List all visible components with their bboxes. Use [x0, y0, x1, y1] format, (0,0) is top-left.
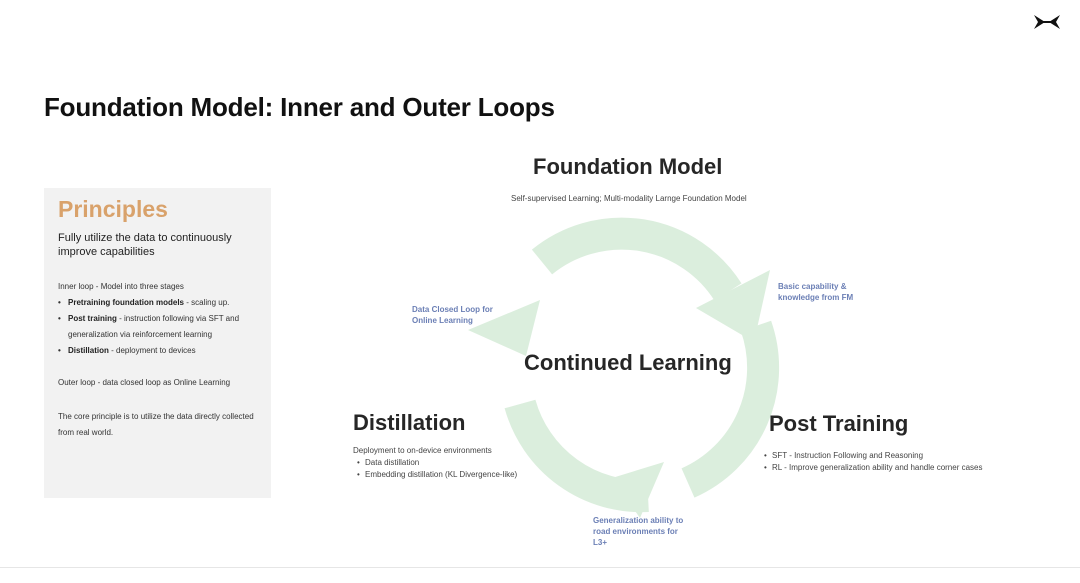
foundation-model-title: Foundation Model — [533, 154, 723, 179]
distillation-details: Deployment to on-device environments Dat… — [353, 445, 517, 481]
arrowhead-top — [696, 270, 770, 342]
list-item: Pretraining foundation models - scaling … — [58, 295, 259, 311]
list-item: Data distillation — [353, 457, 517, 469]
continued-learning-title: Continued Learning — [524, 350, 732, 375]
list-item: Distillation - deployment to devices — [58, 343, 259, 359]
post-training-list: SFT - Instruction Following and Reasonin… — [760, 450, 982, 474]
list-item: Post training - instruction following vi… — [58, 311, 259, 343]
list-item: Embedding distillation (KL Divergence-li… — [353, 469, 517, 481]
slide-title: Foundation Model: Inner and Outer Loops — [44, 92, 555, 122]
inner-loop-title: Inner loop - Model into three stages — [58, 282, 184, 291]
distillation-title: Distillation — [353, 410, 466, 435]
core-principle-text: The core principle is to utilize the dat… — [58, 412, 254, 437]
post-training-title: Post Training — [769, 411, 909, 436]
footer-divider — [0, 567, 1080, 568]
outer-loop-text: Outer loop - data closed loop as Online … — [58, 378, 231, 387]
cycle-arrow-top — [531, 217, 742, 301]
arrowhead-bottom — [612, 462, 664, 518]
inner-loop-list: Pretraining foundation models - scaling … — [58, 295, 259, 359]
principles-lead: Fully utilize the data to continuously i… — [58, 232, 232, 258]
principles-panel: Principles Fully utilize the data to con… — [44, 188, 271, 498]
list-item: SFT - Instruction Following and Reasonin… — [760, 450, 982, 462]
principles-heading: Principles — [58, 196, 168, 222]
brand-logo-icon — [1034, 15, 1060, 29]
arrowhead-left — [468, 300, 540, 356]
annotation-generalization: Generalization ability to road environme… — [593, 516, 684, 547]
list-item: RL - Improve generalization ability and … — [760, 462, 982, 474]
annotation-data-closed-loop: Data Closed Loop for Online Learning — [412, 305, 493, 325]
foundation-model-subtitle: Self-supervised Learning; Multi-modality… — [511, 194, 747, 203]
annotation-basic-capability: Basic capability & knowledge from FM — [778, 282, 854, 302]
cycle-arrow-right — [681, 320, 780, 498]
distillation-intro: Deployment to on-device environments — [353, 446, 492, 455]
